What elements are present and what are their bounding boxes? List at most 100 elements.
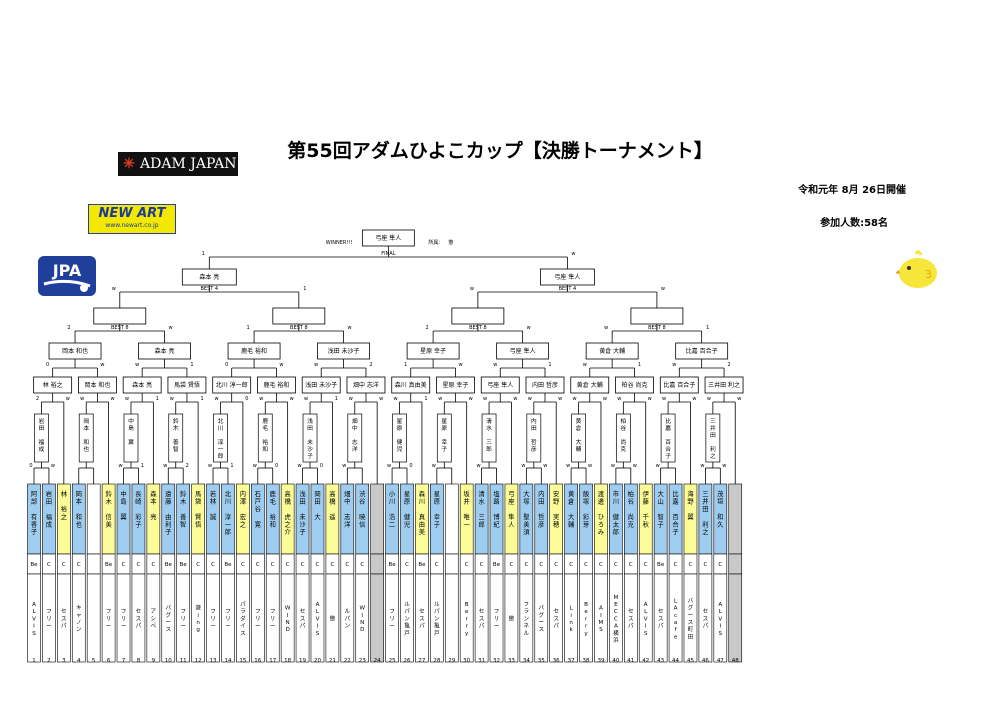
- best8-label: BEST 8: [111, 325, 129, 331]
- player-number: 37: [568, 658, 575, 664]
- player-club-cell: [27, 573, 41, 663]
- score-label: w: [722, 463, 726, 469]
- player-club-cell: [116, 573, 131, 663]
- player-class: C: [77, 562, 81, 568]
- champion-box-text: 弓座 隼人: [375, 234, 401, 242]
- player-number: 19: [299, 658, 306, 664]
- round64-winner-name: 中島 翼: [128, 417, 134, 446]
- best4-right-box-text: 弓座 隼人: [554, 273, 580, 281]
- score-label: 1: [246, 325, 249, 331]
- player-number: 30: [463, 658, 470, 664]
- score-label: 0: [46, 362, 49, 368]
- player-number: 46: [702, 658, 709, 664]
- player-number: 26: [404, 658, 411, 664]
- newart-logo: NEW ART www.newart.co.jp: [88, 204, 176, 234]
- player-class: Be: [388, 562, 396, 568]
- player-number: 16: [254, 658, 261, 664]
- player-number: 43: [657, 658, 664, 664]
- score-label: w: [483, 396, 487, 402]
- player-name-cell: [728, 483, 743, 555]
- player-number: 17: [269, 658, 276, 664]
- player-number: 34: [523, 658, 530, 664]
- player-name: 浅田 未沙子: [299, 489, 306, 536]
- player-club: フリー: [46, 608, 52, 629]
- score-label: w: [253, 463, 257, 469]
- player-number: 41: [627, 658, 634, 664]
- player-number: 32: [493, 658, 500, 664]
- round64-winner-name: 三井田 利之: [710, 418, 716, 460]
- round16-box-text: 浅田 未沙子: [328, 347, 360, 355]
- adam-logo-mark-icon: ✳: [123, 156, 135, 172]
- player-club-cell: [713, 573, 728, 663]
- player-club-cell: [325, 573, 340, 663]
- participant-count: 参加人数:58名: [820, 218, 888, 229]
- round64-winner-name: 鈴木 善智: [173, 417, 179, 453]
- round64-winner-name: 浅田 未沙子: [307, 417, 313, 460]
- round32-box-text: 浅田 未沙子: [305, 381, 337, 389]
- player-name: 高橋 虎之介: [284, 489, 291, 536]
- player-club: セスパ: [479, 608, 485, 629]
- score-label: w: [521, 463, 525, 469]
- round64-winner-name: 岩田 福成: [39, 417, 45, 453]
- player-name: 阿部 有香子: [31, 489, 38, 536]
- score-label: w: [603, 396, 607, 402]
- score-label: w: [314, 362, 318, 368]
- player-club-cell: [57, 573, 71, 663]
- player-name: 塩路 博紀: [493, 489, 500, 528]
- score-label: w: [527, 325, 531, 331]
- round32-box-text: 岡本 和也: [84, 381, 110, 389]
- best8-label: BEST 8: [290, 325, 308, 331]
- round32-box-text: 星原 幸子: [443, 381, 469, 389]
- player-class: C: [330, 562, 334, 568]
- score-label: w: [169, 325, 173, 331]
- player-name: 三井田 利之: [702, 490, 709, 536]
- player-number: 33: [508, 658, 515, 664]
- score-label: 2: [727, 362, 730, 368]
- adam-japan-logo: ✳ADAM JAPAN: [118, 152, 238, 176]
- player-name: 若林 誠: [210, 489, 217, 521]
- player-number: 11: [180, 658, 187, 664]
- score-label: w: [477, 463, 481, 469]
- score-label: w: [662, 396, 666, 402]
- player-club: 懲: [330, 614, 336, 622]
- player-name: 森本 亮: [150, 489, 157, 521]
- player-class: C: [62, 562, 66, 568]
- player-name: 比嘉 百合子: [672, 489, 679, 536]
- player-club: ルパン亀戸: [434, 602, 440, 637]
- player-club-cell: [474, 573, 489, 663]
- player-club-cell: [579, 573, 593, 663]
- player-club-cell: [206, 573, 220, 663]
- score-label: w: [566, 463, 570, 469]
- player-name: 飯塚 彩芽: [583, 489, 590, 528]
- player-class: Be: [105, 562, 113, 568]
- player-club: セスパ: [136, 608, 142, 629]
- player-name: 星原 幸子: [434, 490, 440, 528]
- player-club: フリー: [270, 608, 276, 629]
- player-name: 鹿毛 裕和: [270, 489, 277, 528]
- round32-box-text: 馬袋 賢悟: [174, 381, 200, 389]
- player-club-cell: [623, 573, 638, 663]
- player-class: C: [718, 562, 722, 568]
- player-number: 24: [374, 658, 381, 664]
- player-club: セスパ: [419, 608, 425, 629]
- player-club: バグース: [165, 605, 171, 634]
- round16-box-text: 森本 亮: [155, 347, 175, 355]
- score-label: w: [304, 396, 308, 402]
- player-name: 高橋 遥: [329, 489, 336, 521]
- player-number: 21: [329, 658, 336, 664]
- score-label: w: [135, 362, 139, 368]
- player-class: C: [510, 562, 514, 568]
- player-number: 13: [210, 658, 217, 664]
- player-club-cell: [221, 573, 235, 663]
- player-club-cell: [355, 573, 370, 663]
- player-club: ルパン亀戸: [404, 602, 410, 637]
- player-name: 岡本 和也: [76, 490, 83, 528]
- best8-box: [272, 307, 326, 325]
- score-label: 1: [548, 362, 551, 368]
- score-label: 0: [245, 396, 248, 402]
- best8-box: [451, 307, 505, 325]
- score-label: w: [571, 251, 575, 257]
- player-name-cell: [370, 483, 384, 555]
